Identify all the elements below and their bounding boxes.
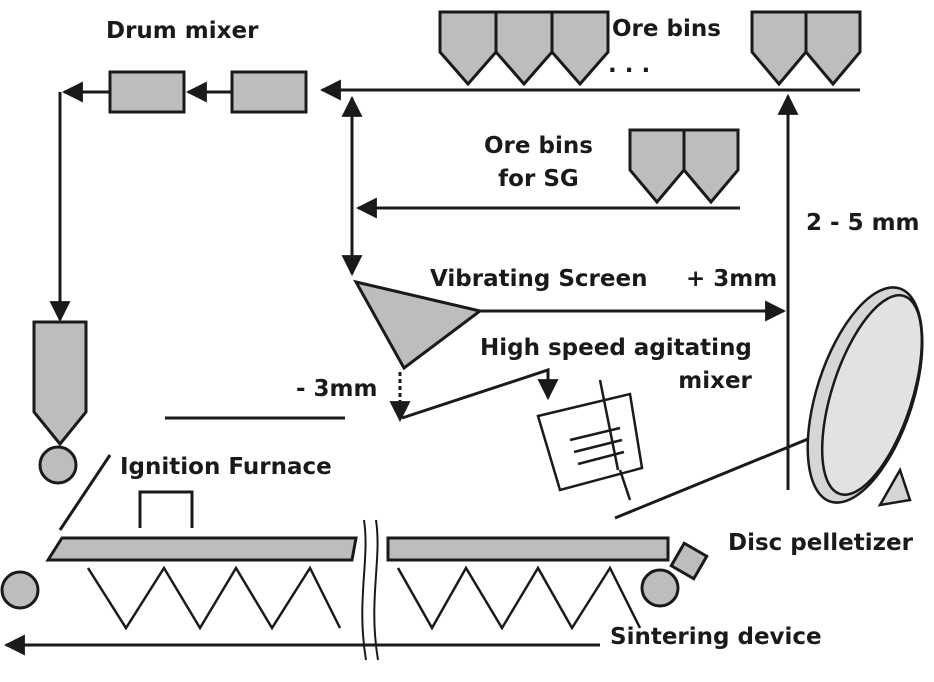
label-ellipsis: . . . [608,52,651,78]
label-vibrating-screen: Vibrating Screen [430,266,648,292]
label-ore-bins-top: Ore bins [612,16,721,42]
label-sintering-device: Sintering device [610,624,822,650]
ore-bins-top-right-group [750,10,862,87]
roller-right [640,568,680,608]
feed-hopper [32,320,88,447]
feed-roller [38,445,78,485]
break-mark-2 [373,519,379,661]
feed-chute-line [58,454,112,531]
break-mark-1 [361,519,367,661]
sintering-bed-left [45,536,358,562]
disc-pelletizer [806,286,924,507]
to-agitating-mixer-line [401,367,559,420]
drum-mixer-box-1 [108,70,186,114]
sintering-zigzag-left [86,565,342,631]
vibrating-screen-triangle [353,279,484,371]
label-plus-3mm: + 3mm [686,266,778,292]
pelletizer-connect-line [614,428,831,520]
agitating-mixer [536,379,644,501]
label-ignition-furnace: Ignition Furnace [120,454,332,480]
label-ore-bins-sg: Ore bins for SG [484,133,593,193]
label-disc-pelletizer: Disc pelletizer [728,530,913,556]
label-high-speed-mixer: High speed agitating mixer [480,335,752,395]
pellet-chute-block [669,541,709,581]
sintering-bed-right [386,536,670,562]
ignition-furnace-hood [138,490,194,528]
sintering-zigzag-right [396,565,642,631]
roller-left [0,570,40,610]
ore-bins-top-group [438,10,610,87]
ore-bins-sg-group [628,128,740,205]
label-minus-3mm: - 3mm [296,376,378,402]
drum-mixer-box-2 [230,70,308,114]
label-drum-mixer: Drum mixer [106,18,259,44]
label-size-2-5: 2 - 5 mm [806,210,920,236]
